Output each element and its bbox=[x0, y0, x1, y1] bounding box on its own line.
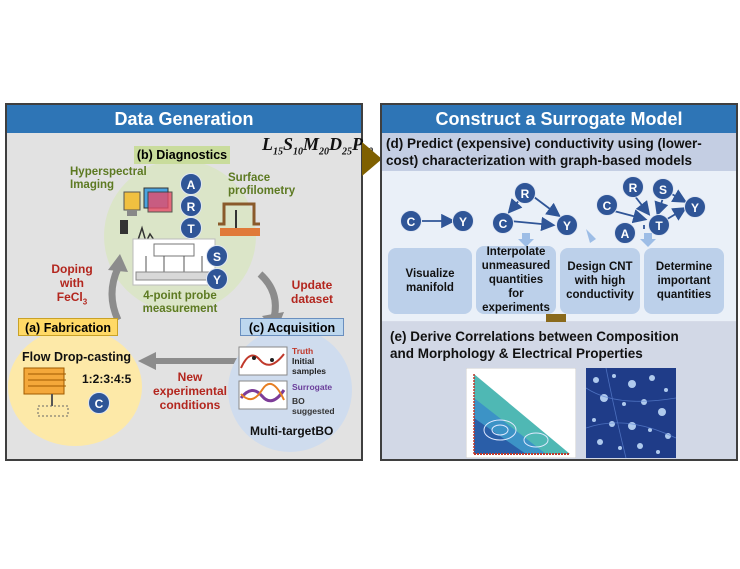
new-conditions-arrow bbox=[138, 352, 238, 370]
interpolate-box: Interpolate unmeasured quantities for ex… bbox=[476, 246, 556, 314]
node-r-graph2: R bbox=[514, 182, 536, 204]
surrogate-plot-icon bbox=[238, 380, 288, 410]
four-point-probe-icon bbox=[132, 238, 216, 286]
ratio-label: 1:2:3:4:5 bbox=[82, 372, 132, 386]
hyperspectral-camera-icon bbox=[120, 187, 173, 247]
visualize-manifold-box: Visualize manifold bbox=[388, 248, 472, 314]
fabrication-label: (a) Fabrication bbox=[18, 318, 118, 336]
graph-edges bbox=[422, 189, 688, 247]
node-t-diagnostics: T bbox=[180, 217, 202, 239]
acquisition-legend: Truth Initial samples Surrogate BO sugge… bbox=[292, 346, 335, 416]
diagnostics-label: (b) Diagnostics bbox=[134, 146, 230, 164]
section-d-background bbox=[382, 133, 736, 171]
section-d-heading: (d) Predict (expensive) conductivity usi… bbox=[386, 136, 702, 168]
node-s-graph3: S bbox=[652, 178, 674, 200]
drop-casting-icon bbox=[23, 367, 69, 417]
node-y-graph1: Y bbox=[452, 210, 474, 232]
doping-label: Doping with FeCl3 bbox=[51, 262, 93, 307]
section-e-heading: (e) Derive Correlations between Composit… bbox=[390, 329, 679, 361]
doping-arrow bbox=[108, 254, 128, 322]
design-cnt-box: Design CNT with high conductivity bbox=[560, 248, 640, 314]
flow-drop-casting-label: Flow Drop-casting bbox=[22, 350, 132, 364]
node-y-graph3: Y bbox=[684, 196, 706, 218]
node-y-diagnostics: Y bbox=[206, 268, 228, 290]
profilometer-icon bbox=[218, 202, 260, 236]
surrogate-model-title: Construct a Surrogate Model bbox=[382, 105, 736, 133]
node-c-fabrication: C bbox=[88, 392, 110, 414]
node-a-diagnostics: A bbox=[180, 173, 202, 195]
acquisition-label: (c) Acquisition bbox=[240, 318, 344, 336]
composition-formula: L15S10M20D25P30 bbox=[262, 134, 373, 158]
node-s-diagnostics: S bbox=[206, 245, 228, 267]
node-c-graph1: C bbox=[400, 210, 422, 232]
new-conditions-label: New experimental conditions bbox=[152, 370, 228, 412]
hyperspectral-label: Hyperspectral Imaging bbox=[70, 166, 147, 191]
truth-plot-icon bbox=[238, 346, 288, 376]
node-y-graph2: Y bbox=[556, 214, 578, 236]
determine-quantities-box: Determine important quantities bbox=[644, 248, 724, 314]
node-r-diagnostics: R bbox=[180, 195, 202, 217]
node-t-graph3: T bbox=[648, 214, 670, 236]
node-c-graph2: C bbox=[492, 212, 514, 234]
four-point-probe-label: 4-point probe measurement bbox=[142, 290, 218, 315]
node-c-graph3: C bbox=[596, 194, 618, 216]
ternary-contour-plot bbox=[466, 368, 576, 458]
cnt-microscopy-image bbox=[586, 368, 676, 458]
node-a-graph3: A bbox=[614, 222, 636, 244]
data-generation-title: Data Generation bbox=[7, 105, 361, 133]
panel-transition-arrow bbox=[362, 142, 382, 176]
multi-target-bo-label: Multi-targetBO bbox=[250, 424, 334, 438]
surface-profilometry-label: Surface profilometry bbox=[228, 172, 296, 197]
node-r-graph3: R bbox=[622, 176, 644, 198]
update-dataset-label: Update dataset bbox=[290, 278, 334, 306]
